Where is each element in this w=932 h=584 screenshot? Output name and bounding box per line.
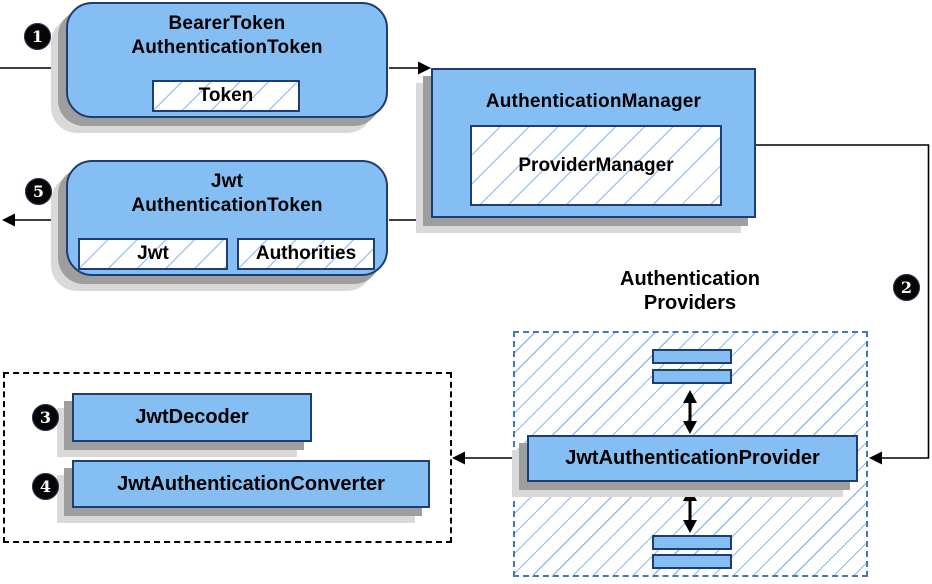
arrowhead-right-icon (418, 61, 431, 75)
bearer-to-manager-arrow (389, 61, 431, 75)
node-bearer-token-authentication-token: BearerToken AuthenticationToken Token (66, 2, 388, 118)
label-line: Providers (643, 292, 737, 314)
label-line: Authentication (620, 268, 760, 290)
authorities-property-box: Authorities (237, 238, 375, 270)
node-title: AuthenticationManager (485, 91, 702, 112)
jwt-components-group-box (3, 372, 452, 543)
arrowhead-left-icon (869, 451, 882, 465)
node-title-line: Jwt (210, 171, 244, 192)
node-jwt-authentication-token: Jwt AuthenticationToken Jwt Authorities (66, 160, 388, 276)
provider-manager-box: ProviderManager (470, 125, 722, 206)
node-authentication-manager: AuthenticationManager ProviderManager (431, 68, 756, 218)
node-jwt-authentication-converter: JwtAuthenticationConverter (72, 460, 430, 508)
token-property-box: Token (152, 80, 300, 112)
step-badge-2: 2 (893, 274, 920, 301)
node-jwt-decoder: JwtDecoder (72, 393, 312, 442)
node-jwt-authentication-provider: JwtAuthenticationProvider (527, 435, 858, 482)
step-badge-4: 4 (32, 473, 59, 500)
authentication-providers-label: Authentication Providers (555, 267, 825, 315)
provider-placeholder-bar (652, 554, 732, 569)
node-title-line: AuthenticationToken (131, 37, 323, 58)
outgoing-result-arrow (2, 213, 66, 227)
step-badge-3: 3 (32, 404, 59, 431)
step-badge-1: 1 (24, 23, 51, 50)
arrowhead-left-icon (2, 213, 15, 227)
node-title-line: AuthenticationToken (131, 195, 323, 216)
provider-placeholder-bar (652, 349, 732, 364)
step-badge-5: 5 (25, 178, 52, 205)
jwt-property-box: Jwt (78, 238, 228, 270)
arrowhead-left-icon (452, 451, 465, 465)
provider-placeholder-bar (652, 535, 732, 550)
node-title-line: BearerToken (168, 13, 286, 34)
provider-placeholder-bar (652, 369, 732, 384)
